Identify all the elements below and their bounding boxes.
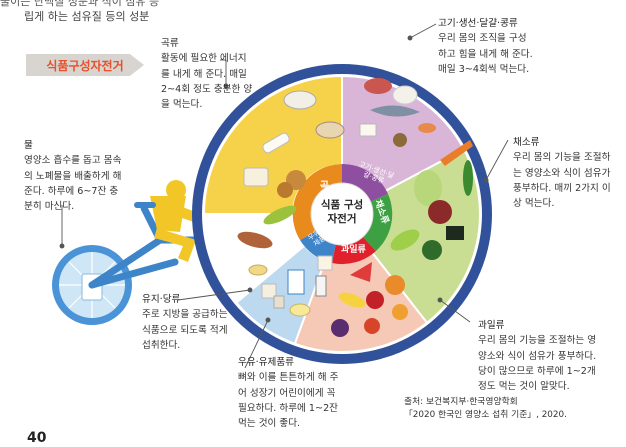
note-grain-line: 활동에 필요한 에너지 xyxy=(161,53,247,65)
segment-fruit xyxy=(293,211,429,353)
note-veg-line: 우리 몸의 기능을 조절하 xyxy=(513,152,611,164)
food-meat-icons xyxy=(359,78,436,147)
bike-seat xyxy=(134,202,156,208)
note-fruit-line: 우리 몸의 기능을 조절하는 영 xyxy=(478,335,597,347)
note-meat: 고기·생선·달걀·콩류 우리 몸의 조직을 구성 하고 힘을 내게 해 준다. … xyxy=(438,16,568,77)
note-veg-title: 채소류 xyxy=(513,137,540,148)
note-grain: 곡류 활동에 필요한 에너지 를 내게 해 준다. 매일 2~4회 정도 충분한… xyxy=(161,36,257,112)
note-water-title: 물 xyxy=(24,140,33,151)
note-dairy-title: 우유·유제품류 xyxy=(238,357,295,368)
source-line-1: 출처: 보건복지부·한국영양학회 xyxy=(404,397,518,407)
food-fruit-icons xyxy=(331,262,408,337)
note-water-line: 분히 마신다. xyxy=(24,201,75,213)
note-oil-line: 주로 지방을 공급하는 xyxy=(142,309,228,321)
note-oil: 유지·당류 주로 지방을 공급하는 식품으로 되도록 적게 섭취한다. xyxy=(142,292,242,353)
source-citation: 출처: 보건복지부·한국영양학회 「2020 한국인 영양소 섭취 기준」, 2… xyxy=(404,396,567,422)
note-fruit-line: 정도 먹는 것이 알맞다. xyxy=(478,381,570,393)
segment-label-fruit: 과일류 xyxy=(341,245,366,255)
note-veg-line: 상 먹는다. xyxy=(513,198,555,210)
note-fruit-line: 양소와 식이 섬유가 풍부하다. xyxy=(478,350,597,362)
source-line-2: 「2020 한국인 영양소 섭취 기준」, 2020. xyxy=(404,410,567,420)
note-meat-title: 고기·생선·달걀·콩류 xyxy=(438,18,518,29)
wheel-center-label: 식품 구성 자전거 xyxy=(320,199,364,225)
page-number: 40 xyxy=(27,430,47,446)
note-meat-line: 매일 3~4회씩 먹는다. xyxy=(438,63,530,75)
wheel-hub xyxy=(292,163,393,265)
section-tag: 식품구성자전거 xyxy=(26,54,144,76)
note-water-line: 의 노폐물을 배출하게 해 xyxy=(24,170,122,182)
segment-label-grain: 곡류 xyxy=(317,180,328,200)
note-dairy: 우유·유제품류 뼈와 이를 튼튼하게 해 주 어 성장기 어린이에게 꼭 필요하… xyxy=(238,355,358,431)
note-grain-line: 를 내게 해 준다. 매일 xyxy=(161,68,247,80)
note-fruit: 과일류 우리 몸의 기능을 조절하는 영 양소와 식이 섬유가 풍부하다. 당이… xyxy=(478,318,624,394)
note-grain-line: 2~4회 정도 충분한 양 xyxy=(161,83,253,95)
note-water: 물 영양소 흡수를 돕고 몸속 의 노폐물을 배출하게 해 준다. 하루에 6~… xyxy=(24,138,144,214)
note-dairy-line: 필요하다. 하루에 1~2잔 xyxy=(238,402,339,414)
note-fruit-line: 당이 많으므로 하루에 1~2개 xyxy=(478,365,596,377)
note-veg-line: 는 영양소와 식이 섬유가 xyxy=(513,167,611,179)
note-veg: 채소류 우리 몸의 기능을 조절하 는 영양소와 식이 섬유가 풍부하다. 매끼… xyxy=(513,135,625,211)
leader-lines xyxy=(59,23,509,369)
note-water-line: 영양소 흡수를 돕고 몸속 xyxy=(24,155,122,167)
note-oil-line: 식품으로 되도록 적게 xyxy=(142,324,228,336)
food-vegetable-icons xyxy=(390,140,473,260)
note-dairy-line: 먹는 것이 좋다. xyxy=(238,418,301,430)
note-water-line: 준다. 하루에 6~7잔 충 xyxy=(24,185,119,197)
note-dairy-line: 어 성장기 어린이에게 꼭 xyxy=(238,387,336,399)
note-meat-line: 우리 몸의 조직을 구성 xyxy=(438,33,527,45)
food-dairy-icons xyxy=(287,255,333,317)
header-line-1: 줄이는 단백질 성분과 식이 섬유 등 xyxy=(0,0,160,8)
note-oil-line: 섭취한다. xyxy=(142,339,181,351)
note-meat-line: 하고 힘을 내게 해 준다. xyxy=(438,48,533,60)
note-dairy-line: 뼈와 이를 튼튼하게 해 주 xyxy=(238,372,339,384)
note-grain-line: 을 먹는다. xyxy=(161,99,203,111)
food-grain-icons xyxy=(237,90,345,249)
food-oil-sugar-icons xyxy=(248,264,285,309)
note-veg-line: 풍부하다. 매끼 2가지 이 xyxy=(513,182,611,194)
note-fruit-title: 과일류 xyxy=(478,320,505,331)
note-grain-title: 곡류 xyxy=(161,38,179,49)
header-line-2: 립게 하는 섬유질 등의 성분 xyxy=(24,10,150,23)
note-oil-title: 유지·당류 xyxy=(142,294,181,305)
